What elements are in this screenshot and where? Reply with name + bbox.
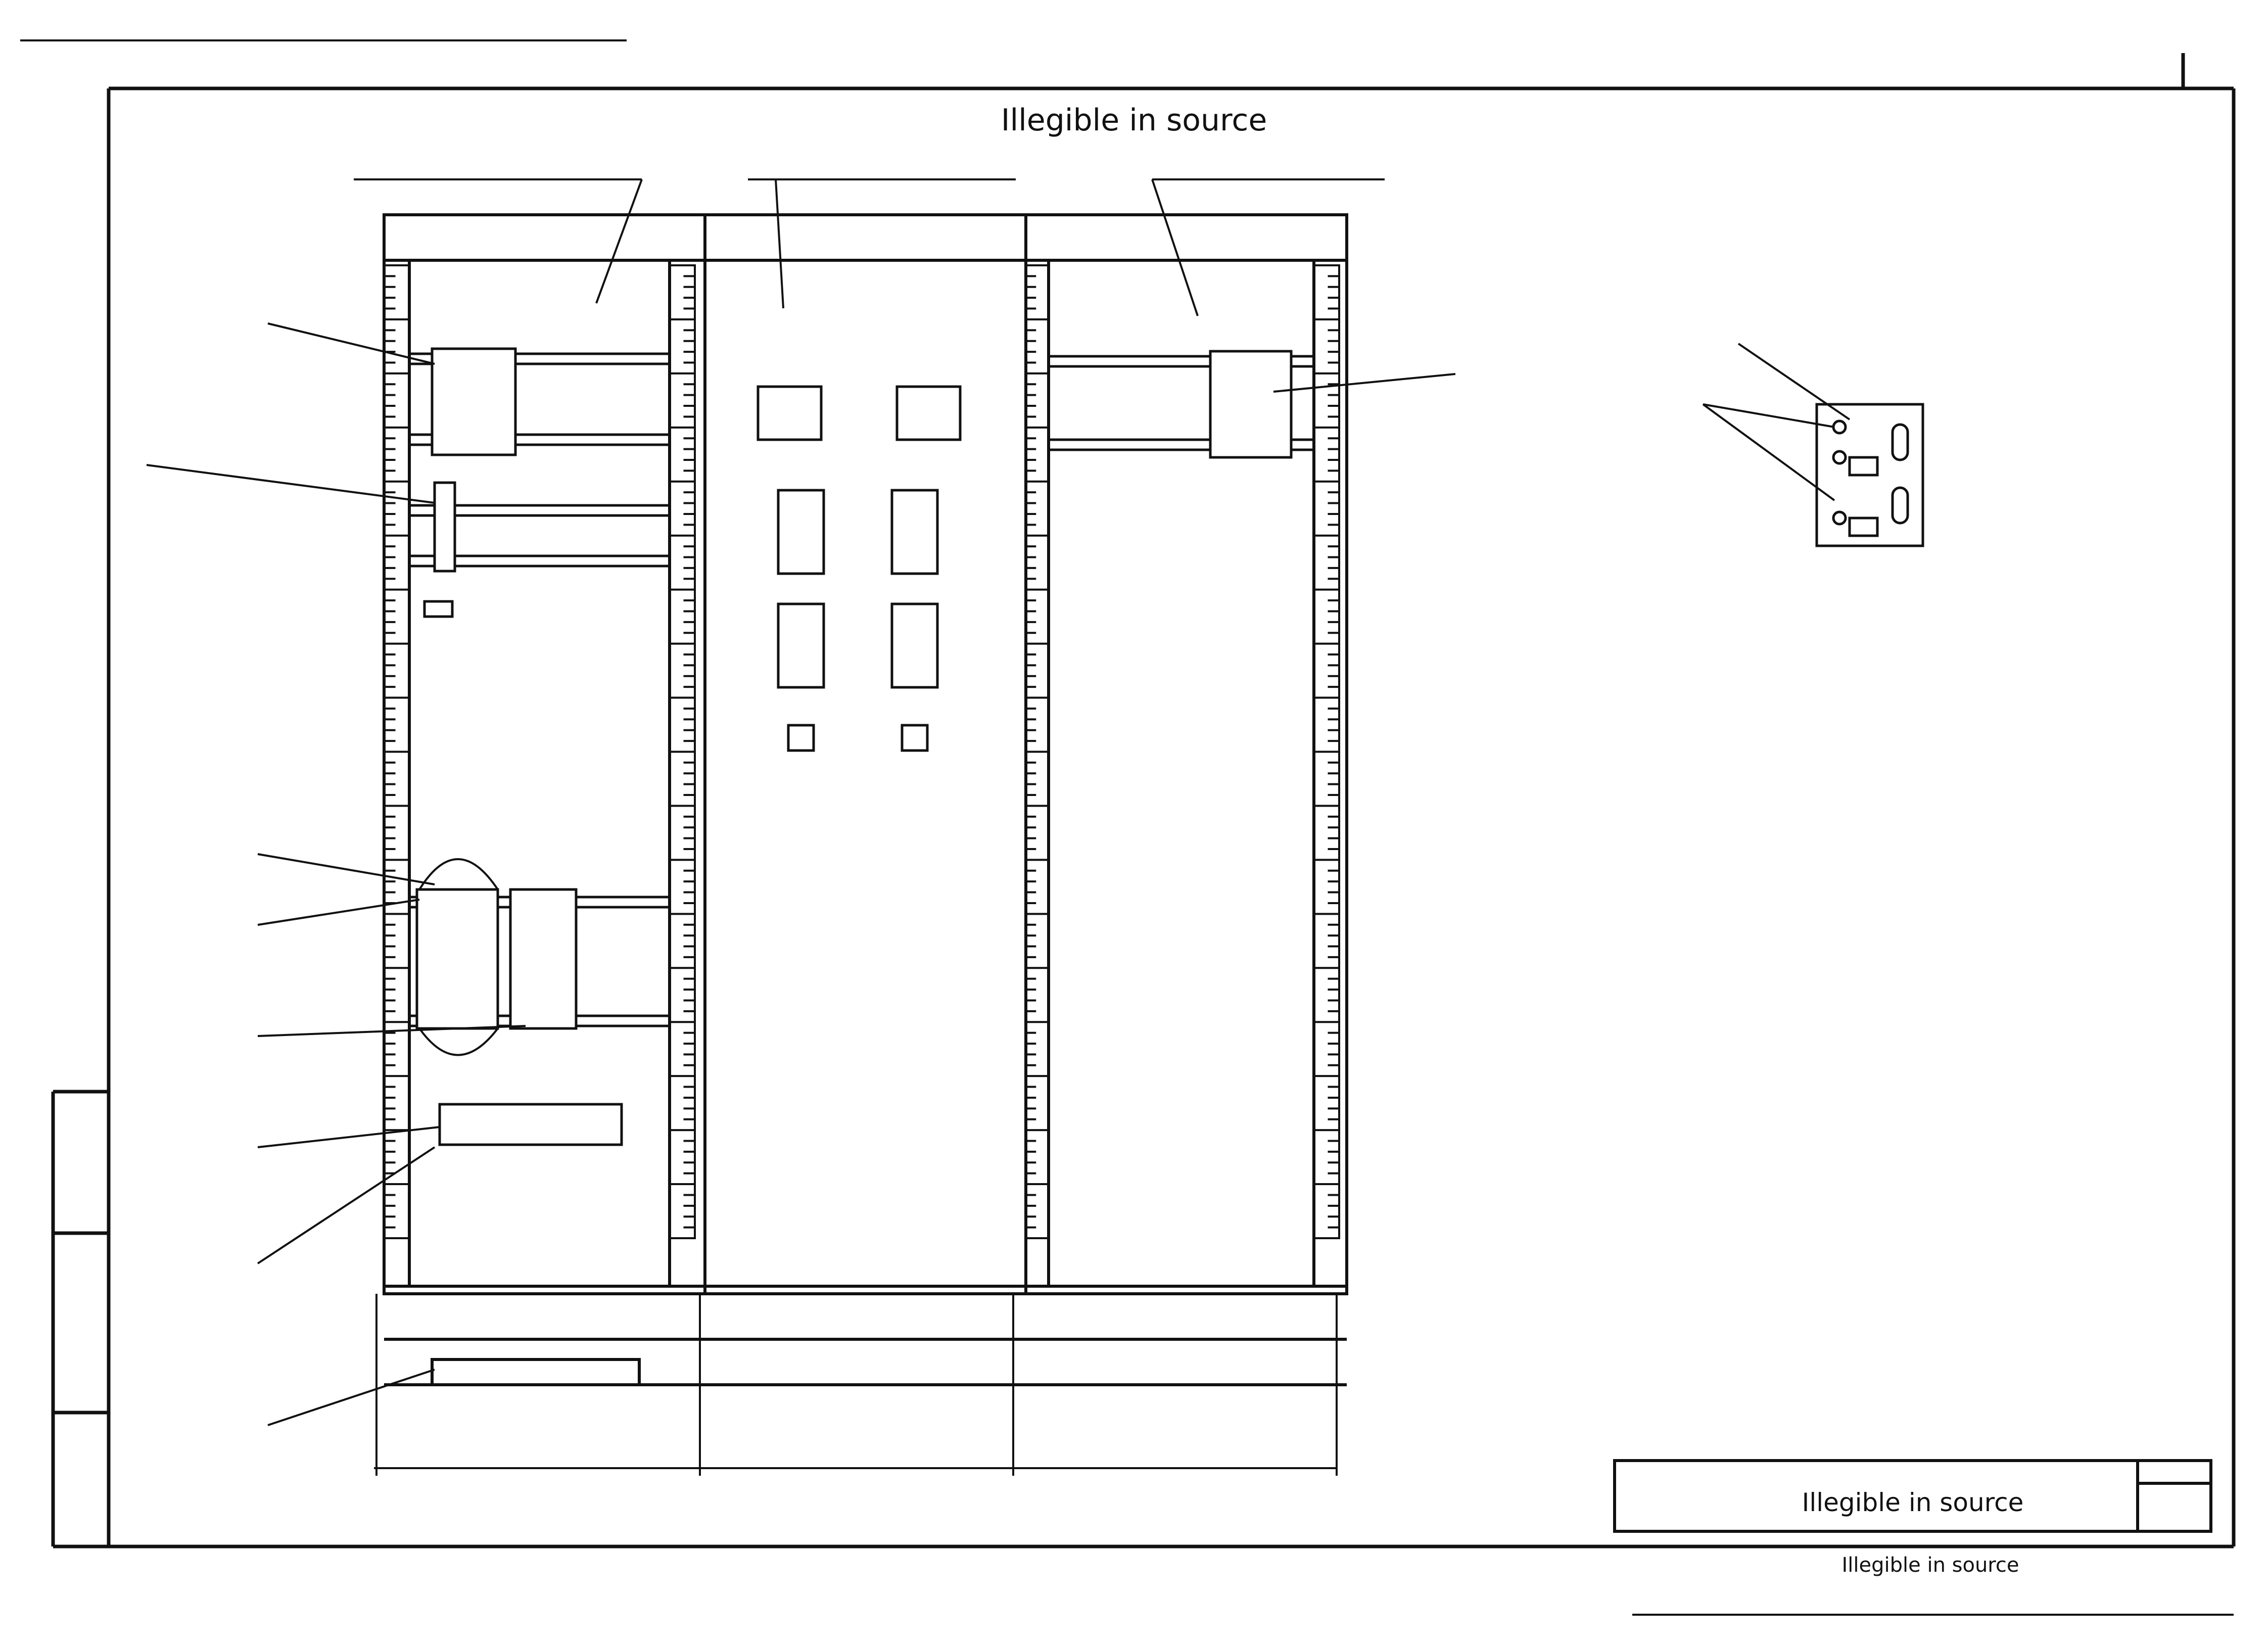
dimension-line	[374, 1294, 1338, 1476]
leader-lines	[146, 178, 1851, 1426]
cabinet-body	[383, 213, 1348, 1386]
detail-view	[1815, 403, 1924, 547]
copy-note: Illegible in source	[1842, 1554, 2019, 1577]
title-block-text: Illegible in source	[1802, 1488, 2024, 1517]
detail-callout-arc	[418, 858, 499, 890]
sheet-frame	[51, 53, 2236, 1549]
sheet-caption: Illegible in source	[1001, 103, 1267, 138]
detail-callout-arc-lower	[418, 1027, 499, 1056]
graduated-rulers	[383, 264, 1340, 1239]
wall-devices	[415, 347, 1293, 1146]
title-block	[1613, 1459, 2212, 1533]
